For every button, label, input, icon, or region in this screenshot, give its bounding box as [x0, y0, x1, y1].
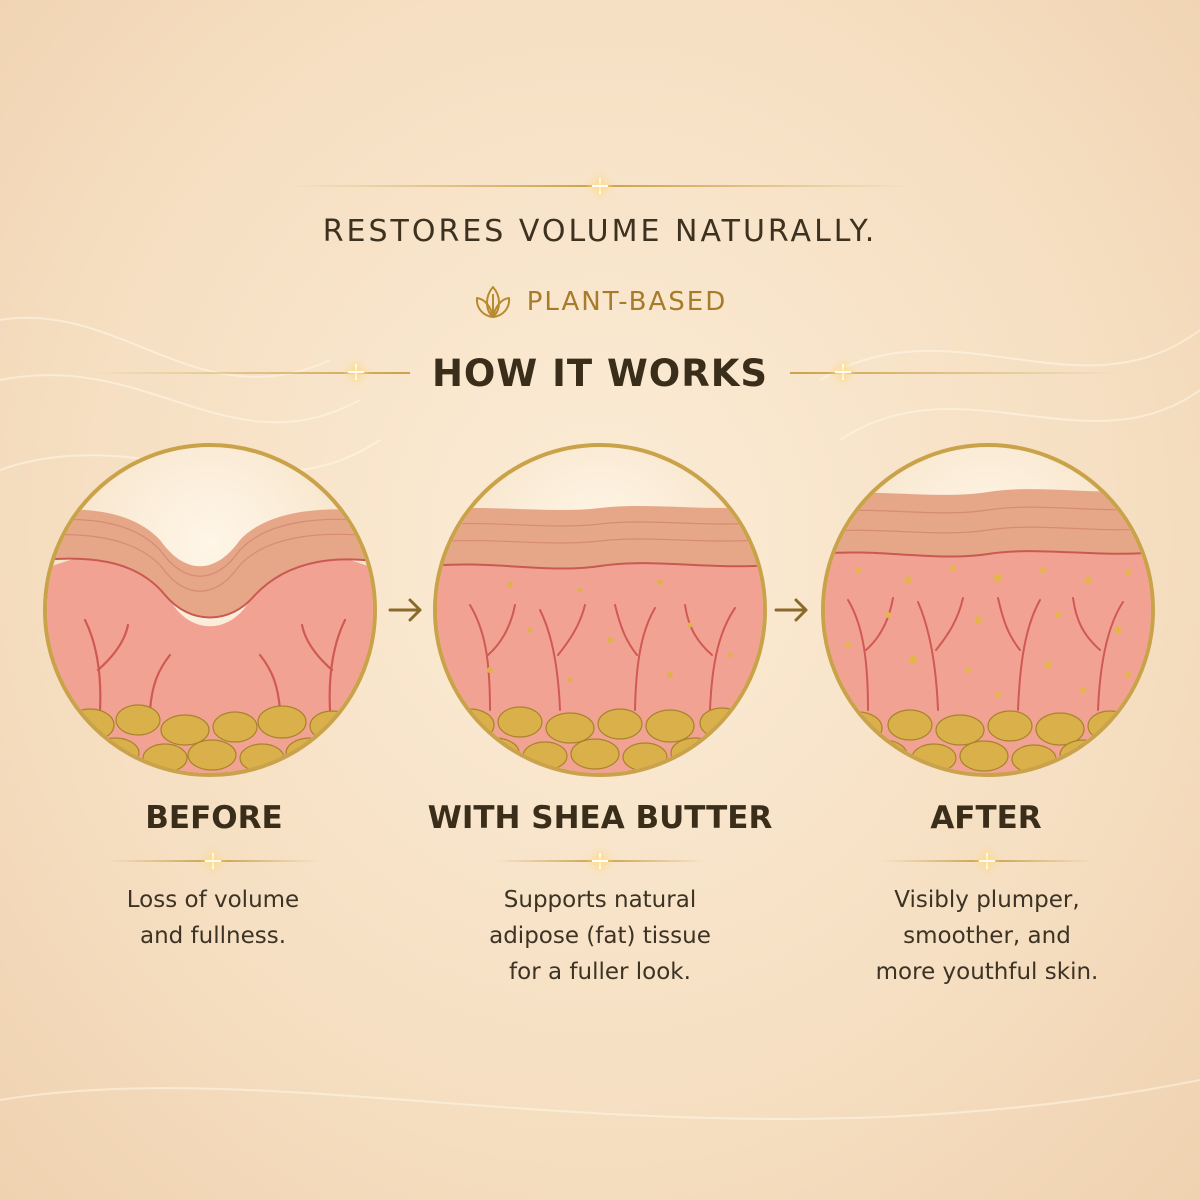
leaf-icon	[475, 286, 510, 318]
with-shea-butter-skin-illustration	[433, 443, 767, 777]
description-line: Visibly plumper,	[894, 887, 1080, 913]
description-line: for a fuller look.	[509, 959, 691, 985]
sparkle-icon	[592, 853, 608, 869]
description-line: and fullness.	[139, 923, 287, 949]
badge-label: PLANT-BASED	[526, 287, 728, 317]
sparkle-icon	[205, 853, 221, 869]
arrow-right-icon	[774, 598, 808, 622]
sparkle-icon	[979, 853, 995, 869]
description-line: smoother, and	[903, 923, 1071, 949]
section-divider-right	[790, 372, 1120, 374]
stage-label-before: BEFORE	[145, 800, 283, 836]
after-skin-illustration	[821, 443, 1155, 777]
stage-label-with-shea-butter: WITH SHEA BUTTER	[427, 800, 773, 836]
before-skin-illustration	[43, 443, 377, 777]
plant-based-badge: PLANT-BASED	[0, 282, 1200, 322]
description-line: adipose (fat) tissue	[489, 923, 711, 949]
page-title: RESTORES VOLUME NATURALLY.	[322, 214, 878, 249]
arrow-right-icon	[388, 598, 422, 622]
sparkle-icon	[835, 364, 851, 380]
description-line: Loss of volume	[126, 887, 300, 913]
sparkle-icon	[592, 178, 608, 194]
sparkle-icon	[348, 364, 364, 380]
section-divider-left	[90, 372, 410, 374]
stage-description-with-shea-butter: Supports natural adipose (fat) tissue fo…	[430, 882, 770, 990]
description-line: more youthful skin.	[875, 959, 1099, 985]
description-line: Supports natural	[503, 887, 697, 913]
section-title: HOW IT WORKS	[431, 352, 769, 395]
stage-description-after: Visibly plumper, smoother, and more yout…	[817, 882, 1157, 990]
stage-label-after: AFTER	[930, 800, 1042, 836]
stage-description-before: Loss of volume and fullness.	[43, 882, 383, 954]
